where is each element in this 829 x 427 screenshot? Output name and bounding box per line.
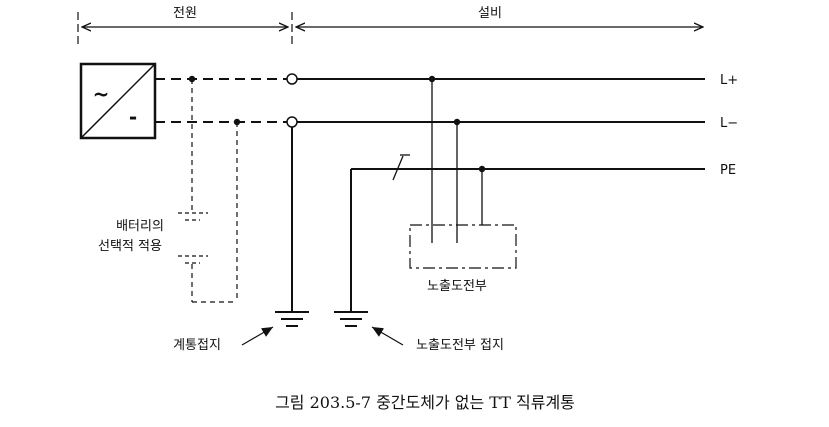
terminal-l-plus xyxy=(286,73,298,85)
region-dividers xyxy=(77,12,293,44)
junction-pe xyxy=(478,165,486,173)
installation-region-label: 설비 xyxy=(478,6,502,21)
dc-source-box: ~ - xyxy=(79,62,157,140)
pe-slash-mark xyxy=(392,155,404,181)
exposed-parts-enclosure xyxy=(409,224,517,269)
ac-symbol: ~ xyxy=(93,82,110,106)
label-l-plus: L+ xyxy=(720,73,738,88)
system-earth-pointer xyxy=(241,326,274,346)
figure-caption: 그림 203.5-7 중간도체가 없는 TT 직류계통 xyxy=(275,393,575,412)
source-dashed-links xyxy=(155,78,287,123)
system-earth-symbol xyxy=(275,311,309,327)
battery-label-line1: 배터리의 xyxy=(116,219,164,234)
source-region-label: 전원 xyxy=(173,6,197,21)
system-earth-label: 계통접지 xyxy=(173,338,221,353)
battery-junction-plus xyxy=(188,75,196,83)
label-l-minus: L− xyxy=(720,116,738,131)
exposed-earth-pointer xyxy=(371,326,404,346)
junction-l-plus xyxy=(428,75,436,83)
battery-junction-minus xyxy=(233,118,241,126)
exposed-parts-label: 노출도전부 xyxy=(427,279,487,294)
battery-label-line2: 선택적 적용 xyxy=(98,239,162,254)
junction-l-minus xyxy=(453,118,461,126)
terminal-l-minus xyxy=(286,116,298,128)
label-pe: PE xyxy=(720,163,736,178)
exposed-earth-symbol xyxy=(334,311,368,327)
battery-dashed-branch xyxy=(191,79,238,303)
battery-symbol xyxy=(178,212,208,264)
dc-symbol: - xyxy=(129,105,137,129)
exposed-earth-label: 노출도전부 접지 xyxy=(416,338,504,353)
